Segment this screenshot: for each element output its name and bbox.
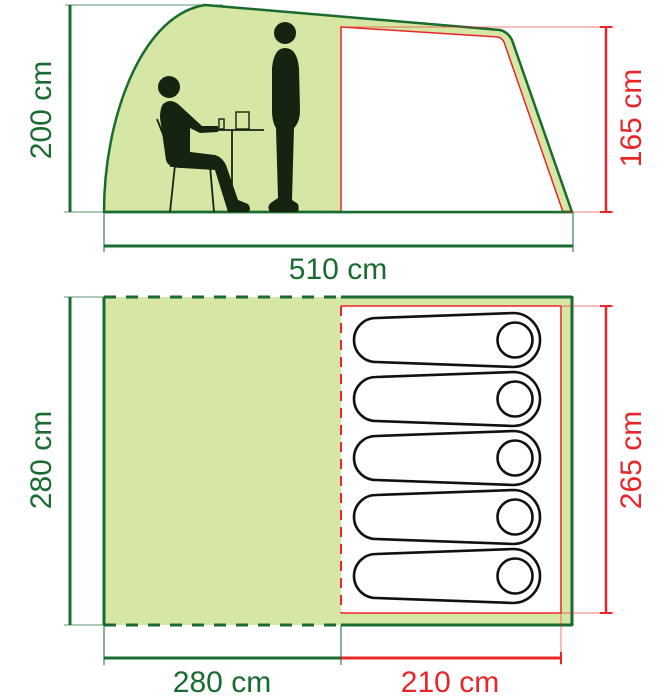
floor-width-label: 280 cm xyxy=(25,410,58,510)
sleeping-bag-4 xyxy=(352,488,542,546)
side-inner-height-label: 165 cm xyxy=(615,68,648,168)
floor-plan xyxy=(64,295,614,665)
sleeping-bag-3 xyxy=(352,429,542,487)
sleeping-bag-2 xyxy=(352,370,542,428)
bedroom-length-label: 210 cm xyxy=(400,666,500,699)
sleeping-bags xyxy=(352,311,542,605)
side-height-label: 200 cm xyxy=(25,60,58,160)
total-length-label: 510 cm xyxy=(288,253,388,286)
living-area-length-label: 280 cm xyxy=(172,666,272,699)
seated-person-figure xyxy=(156,76,264,213)
bedroom-width-label: 265 cm xyxy=(615,410,648,510)
standing-person-figure xyxy=(268,22,300,212)
inner-bedroom-side xyxy=(340,26,564,213)
side-view xyxy=(64,3,614,252)
sleeping-bag-5 xyxy=(352,547,542,605)
sleeping-bag-1 xyxy=(352,311,542,369)
